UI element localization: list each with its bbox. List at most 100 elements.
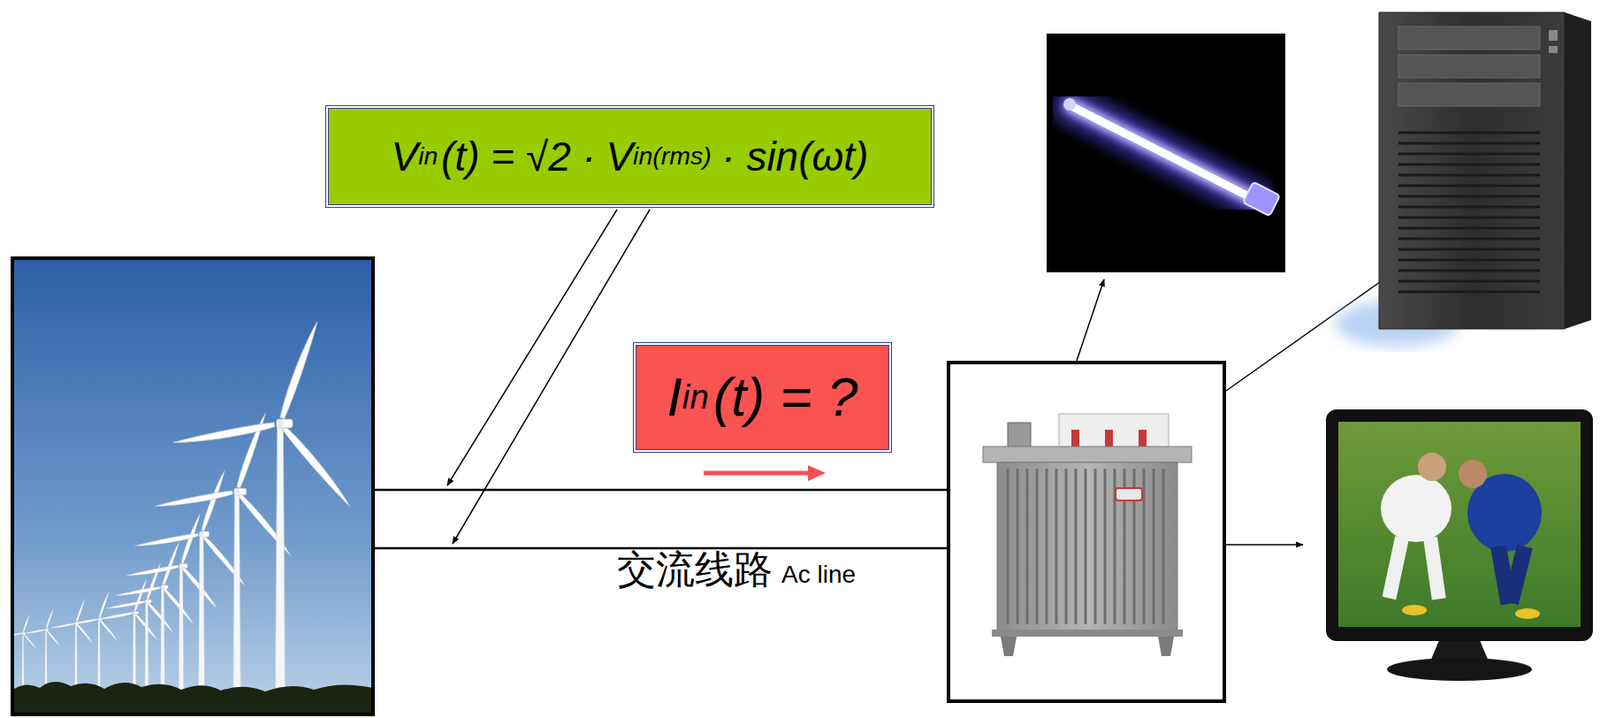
vents [1398, 174, 1540, 177]
players [1380, 474, 1452, 542]
tank-base [991, 629, 1183, 637]
formula-text: V [605, 134, 633, 180]
button [1548, 30, 1558, 41]
players [1502, 544, 1532, 605]
lamp-glow [1071, 106, 1256, 200]
ac-line [373, 489, 949, 549]
wire [373, 488, 949, 492]
formula-text: (t) = √2 · [441, 134, 596, 180]
subscript: in(rms) [632, 142, 712, 170]
subscript: in [682, 378, 709, 416]
vents [1398, 216, 1540, 220]
vents [1398, 152, 1540, 156]
cooling-fins [1065, 468, 1068, 625]
vents [1398, 248, 1540, 252]
cooling-fins [1094, 468, 1098, 625]
cooling-fins [1104, 468, 1107, 625]
question-box: Iin(t) = ? [632, 342, 892, 453]
vents [1398, 184, 1540, 188]
button [1548, 45, 1558, 54]
tower-side [1564, 12, 1592, 329]
drive-bay [1398, 54, 1540, 78]
drive-bay [1398, 83, 1540, 107]
wind-turbine [134, 469, 247, 715]
vents [1398, 259, 1540, 262]
grass [12, 681, 374, 715]
current-arrow [703, 464, 826, 481]
wind-farm-photo [12, 258, 374, 715]
tv-photo [1325, 409, 1593, 681]
vents [1398, 163, 1540, 167]
vents [1398, 227, 1540, 230]
leader-arrows [447, 209, 650, 544]
name-plate [1115, 487, 1143, 501]
players [1423, 536, 1447, 601]
vents [1398, 205, 1540, 209]
leg [1000, 636, 1017, 656]
tv-base [1386, 657, 1532, 681]
cooling-fins [1162, 468, 1166, 625]
vents [1398, 237, 1540, 241]
cooling-fins [1036, 468, 1039, 625]
cooling-fins [1055, 468, 1059, 625]
cooling-fins [1016, 468, 1020, 625]
wind-turbine [172, 320, 354, 714]
lamp-cap [1242, 182, 1280, 217]
tower-front [1379, 12, 1565, 329]
arrow-shaft [703, 471, 810, 476]
drive-bay [1398, 26, 1540, 50]
formula-box: Vin(t) = √2 ·Vin(rms)· sin(ωt) [325, 105, 935, 208]
photo-frame [12, 258, 374, 715]
wind-turbine [126, 512, 220, 715]
cooling-fins [1074, 468, 1078, 625]
lamp-end [1063, 98, 1076, 111]
leg [1158, 636, 1174, 656]
vents [1398, 131, 1540, 135]
vents [1398, 290, 1540, 294]
formula-text: I [667, 366, 683, 427]
bushing [1104, 429, 1113, 448]
cooling-fins [1026, 468, 1029, 625]
tv-screen [1338, 421, 1581, 627]
cooling-fins [1006, 468, 1010, 625]
wind-turbine [23, 608, 61, 690]
lamp-glow [1071, 106, 1256, 200]
sky [12, 258, 374, 715]
wind-turbine [12, 614, 37, 686]
players [1515, 608, 1540, 619]
tank-cover [982, 446, 1192, 463]
vents [1398, 142, 1540, 145]
tank [997, 462, 1178, 631]
players [1380, 452, 1542, 619]
lamp-tube [1071, 106, 1256, 200]
wind-farm-photo [3, 258, 374, 715]
label-text: Ac line [781, 561, 856, 589]
leader-line [447, 209, 618, 486]
computer-photo [1334, 12, 1592, 347]
lamp-photo [1046, 33, 1286, 273]
arrow-line [1226, 543, 1303, 546]
photo-background [1046, 33, 1286, 273]
bushing [1071, 429, 1080, 448]
formula-text: · sin(ωt) [721, 134, 869, 180]
formula-text: V [391, 134, 420, 180]
label-text: 交流线路 [617, 548, 773, 591]
cooling-fins [1152, 468, 1156, 625]
subscript: in [418, 142, 438, 170]
cooling-fins [1007, 468, 1164, 625]
players [1458, 459, 1487, 488]
players [1382, 535, 1410, 600]
formula-text: (t) = ? [713, 366, 859, 427]
cooling-fins [1084, 468, 1088, 625]
players [1401, 604, 1427, 616]
wind-turbine [153, 411, 293, 715]
vents [1398, 195, 1540, 199]
line-label: 交流线路 Ac line [617, 548, 856, 591]
bushing [1138, 429, 1147, 448]
arrow-line [1076, 279, 1105, 361]
cooling-fins [1045, 468, 1049, 625]
leader-line [452, 209, 650, 544]
transformer [948, 362, 1225, 701]
vents [1398, 269, 1540, 273]
junction-box [1007, 422, 1031, 448]
